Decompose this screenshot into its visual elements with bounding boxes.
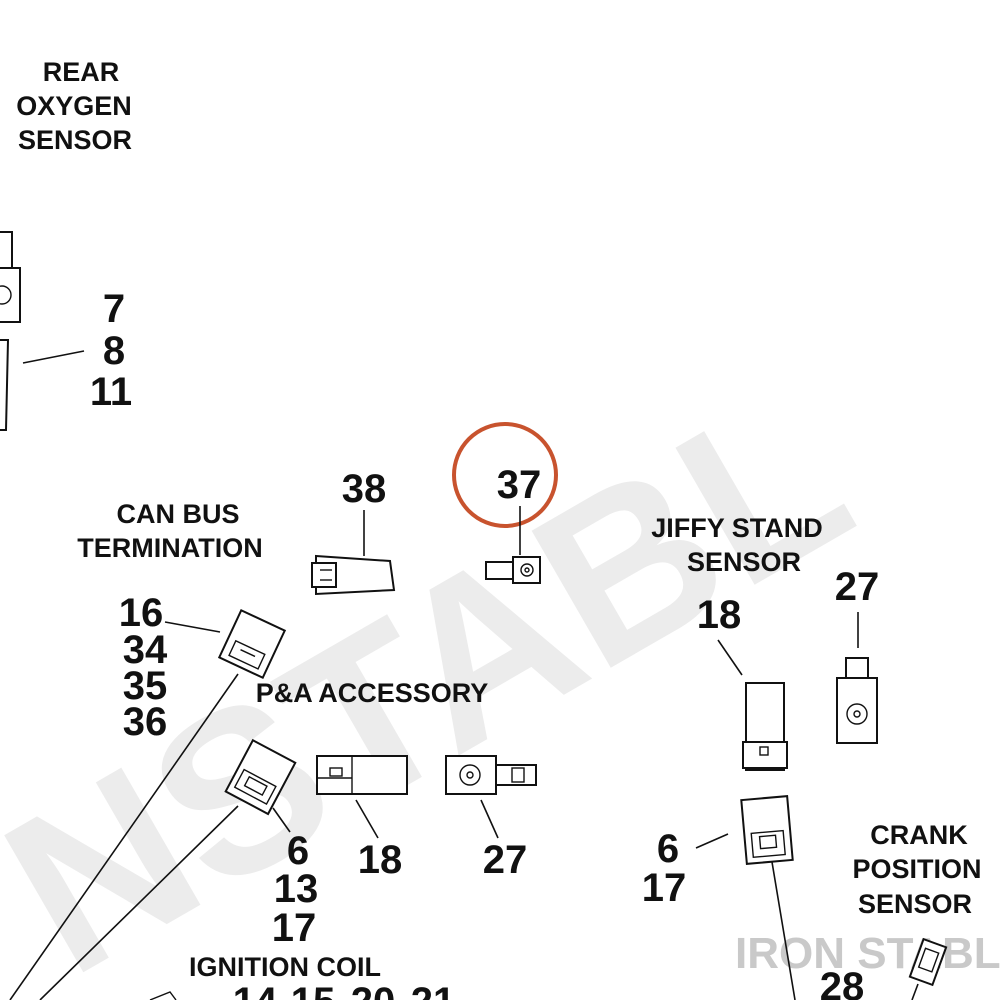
brand-watermark: IRON STABLE	[735, 929, 1000, 978]
svg-text:REAR: REAR	[43, 57, 120, 87]
svg-text:6: 6	[657, 827, 679, 871]
svg-text:SENSOR: SENSOR	[687, 547, 801, 577]
jiffy-lower-wire	[771, 861, 796, 1001]
jiffy-lower-callout-numbers: 6 17	[642, 827, 687, 910]
svg-text:CRANK: CRANK	[870, 820, 968, 850]
svg-text:20: 20	[351, 980, 396, 1000]
svg-text:17: 17	[642, 866, 687, 910]
can-bus-wire	[9, 673, 239, 1001]
svg-text:7: 7	[103, 287, 125, 331]
highlight-circle-37	[452, 422, 558, 528]
svg-text:13: 13	[274, 867, 319, 911]
pa-middle-callout: 18	[358, 838, 403, 882]
svg-text:36: 36	[123, 700, 168, 744]
jiffy-left-callout: 18	[697, 593, 742, 637]
jiffy-connector-18	[742, 682, 788, 771]
rear-oxygen-sensor-label: REAR OXYGEN SENSOR	[16, 57, 132, 155]
can-bus-leader	[164, 621, 221, 633]
pa-left-leader	[272, 807, 291, 833]
svg-text:21: 21	[411, 980, 456, 1000]
svg-text:14: 14	[233, 980, 278, 1000]
svg-text:POSITION: POSITION	[852, 854, 981, 884]
svg-text:16: 16	[119, 591, 164, 635]
pa-right-leader	[480, 799, 499, 839]
jiffy-right-callout: 27	[835, 565, 880, 609]
pa-connector-left	[224, 738, 297, 816]
svg-text:SENSOR: SENSOR	[18, 125, 132, 155]
pa-right-callout: 27	[483, 838, 528, 882]
crank-position-sensor-label: CRANK POSITION SENSOR	[852, 820, 981, 919]
jiffy-lower-leader	[695, 833, 729, 849]
jiffy-connector-lower	[740, 795, 794, 865]
pa-left-callout-numbers: 6 13 17	[272, 829, 319, 950]
svg-text:CAN BUS: CAN BUS	[116, 499, 239, 529]
svg-text:TERMINATION: TERMINATION	[77, 533, 262, 563]
svg-text:8: 8	[103, 329, 125, 373]
callout-38: 38	[342, 467, 387, 511]
svg-text:34: 34	[123, 628, 168, 672]
svg-text:17: 17	[272, 906, 317, 950]
svg-text:SENSOR: SENSOR	[858, 889, 972, 919]
jiffy-left-leader	[717, 639, 743, 676]
pa-connector-middle	[316, 755, 408, 795]
oxygen-leader-line	[22, 350, 85, 364]
callout-37: 37	[497, 463, 542, 507]
ignition-callout-numbers: 14 15 20 21	[233, 980, 456, 1005]
can-bus-callout-numbers: 16 34 35 36	[119, 591, 168, 744]
jiffy-stand-sensor-label: JIFFY STAND SENSOR	[651, 513, 823, 577]
crank-callout: 28	[820, 965, 865, 1000]
oxygen-sensor-connector	[0, 231, 21, 431]
svg-text:35: 35	[123, 664, 168, 708]
can-bus-termination-label: CAN BUS TERMINATION	[77, 499, 262, 563]
ignition-coil-label: IGNITION COIL	[189, 952, 381, 982]
pa-left-wire	[39, 805, 239, 1001]
pa-accessory-label: P&A ACCESSORY	[256, 678, 489, 708]
svg-text:JIFFY STAND: JIFFY STAND	[651, 513, 823, 543]
svg-text:OXYGEN: OXYGEN	[16, 91, 132, 121]
crank-connector	[908, 937, 948, 987]
oxygen-callout-numbers: 7 8 11	[90, 287, 132, 414]
can-bus-connector	[217, 608, 287, 680]
svg-text:11: 11	[90, 370, 132, 414]
svg-text:6: 6	[287, 829, 309, 873]
ignition-coil-part	[149, 991, 177, 1001]
pa-middle-leader	[355, 799, 379, 839]
pa-connector-right	[445, 755, 537, 795]
svg-text:15: 15	[291, 980, 336, 1000]
connector-38	[311, 554, 396, 596]
connector-37	[485, 556, 541, 584]
jiffy-connector-27	[836, 657, 878, 744]
crank-wire	[911, 983, 919, 1001]
